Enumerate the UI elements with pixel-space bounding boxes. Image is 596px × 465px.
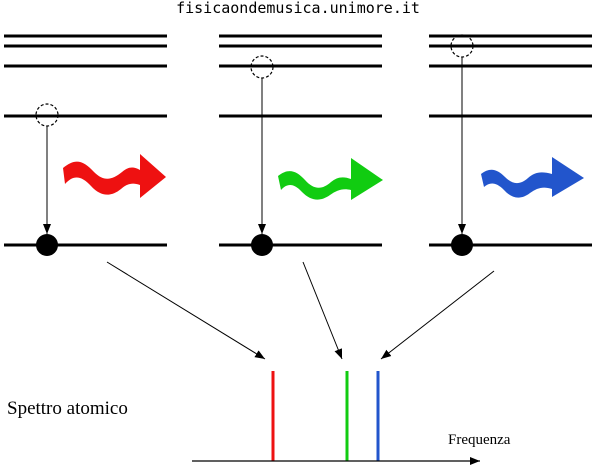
ground-electron [451, 234, 473, 256]
site-header: fisicaondemusica.unimore.it [176, 0, 420, 17]
photon-wave-icon [63, 154, 166, 198]
pointer-arrow-green [302, 261, 343, 360]
photon-wave-icon [278, 158, 383, 200]
frequency-label: Frequenza [448, 432, 511, 448]
atom-diagram-blue [429, 34, 592, 256]
atom-diagram-green [219, 34, 383, 256]
pointer-arrow-red [106, 261, 266, 360]
spectrum-label: Spettro atomico [7, 398, 128, 419]
ground-electron [36, 234, 58, 256]
ground-electron [251, 234, 273, 256]
atom-diagram-red [4, 34, 167, 256]
photon-wave-icon [481, 157, 584, 198]
pointer-arrow-blue [380, 270, 495, 360]
